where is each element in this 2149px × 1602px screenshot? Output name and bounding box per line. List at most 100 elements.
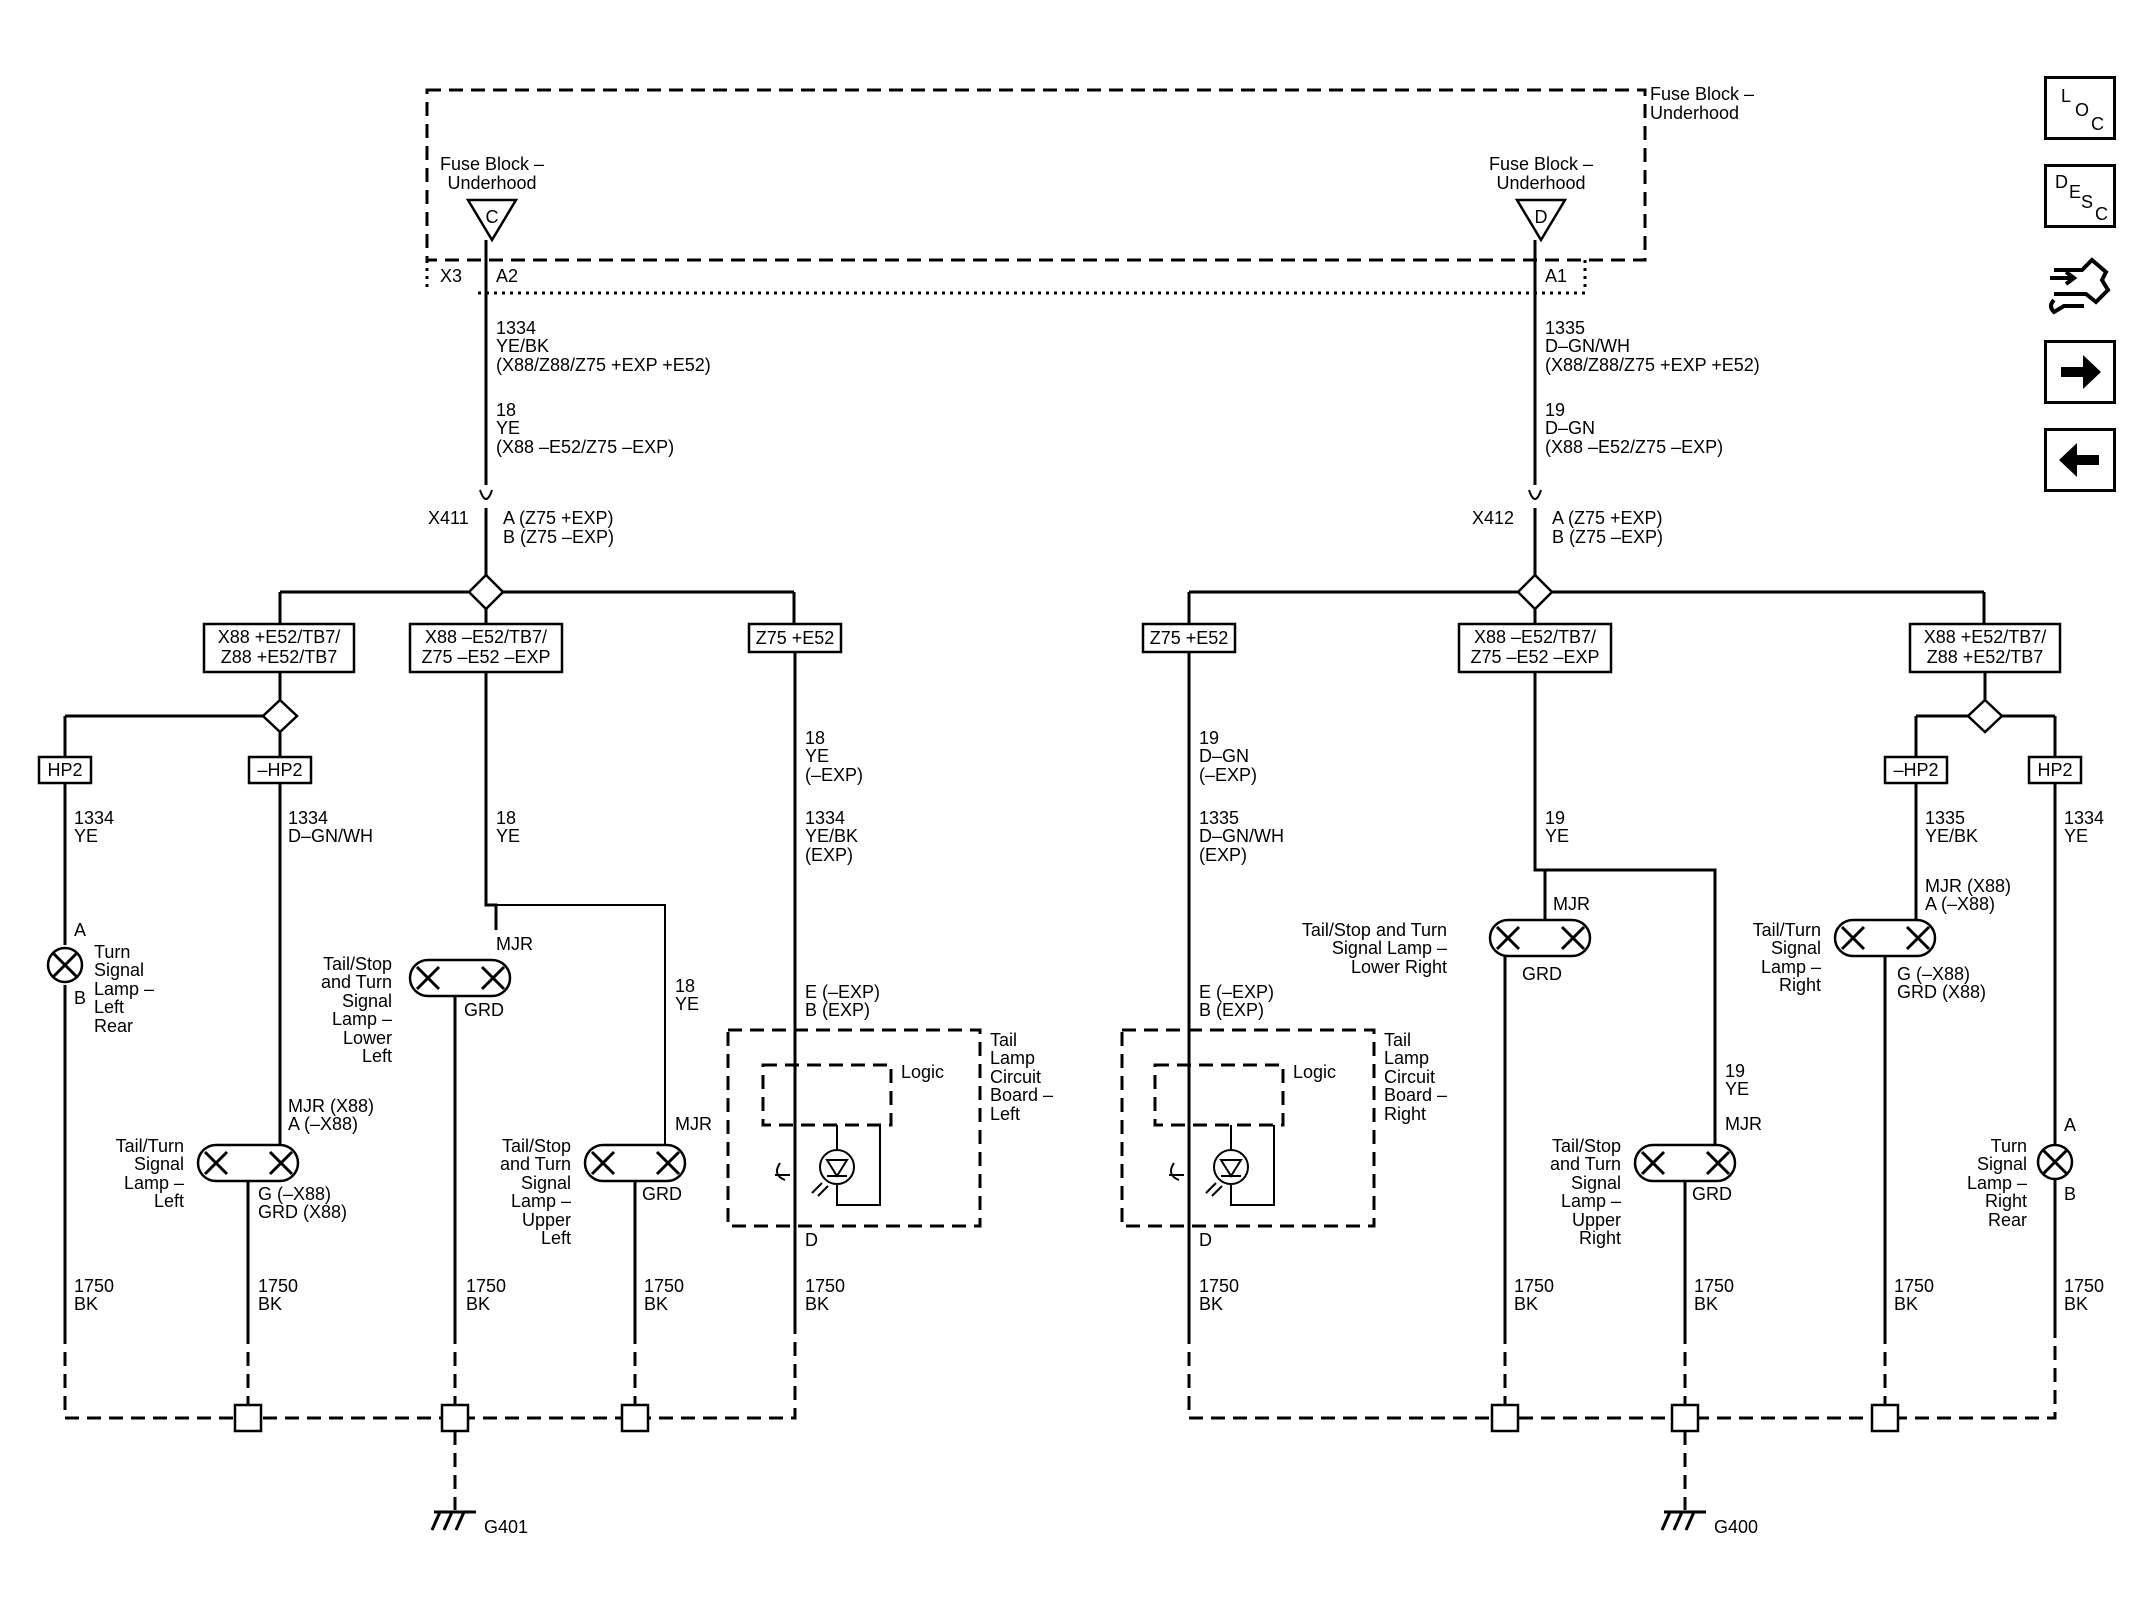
- arrow-right-icon: [2061, 355, 2101, 389]
- svg-text:1750: 1750: [258, 1276, 298, 1296]
- svg-text:18: 18: [496, 400, 516, 420]
- svg-text:YE: YE: [675, 994, 699, 1014]
- svg-text:MJR: MJR: [496, 934, 533, 954]
- svg-text:Signal Lamp –: Signal Lamp –: [1332, 938, 1447, 958]
- svg-text:GRD: GRD: [1522, 964, 1562, 984]
- svg-text:A1: A1: [1545, 266, 1567, 286]
- svg-text:–HP2: –HP2: [257, 760, 302, 780]
- svg-text:BK: BK: [258, 1294, 282, 1314]
- svg-text:D: D: [1199, 1230, 1212, 1250]
- tail-lamp-circuit-board-right: Logic Tail Lamp Circuit Board – Right: [1120, 1028, 1447, 1228]
- svg-text:Right: Right: [1779, 975, 1821, 995]
- svg-text:X88 +E52/TB7/: X88 +E52/TB7/: [218, 627, 341, 647]
- svg-text:BK: BK: [1199, 1294, 1223, 1314]
- svg-text:X3: X3: [440, 266, 462, 286]
- svg-text:1750: 1750: [805, 1276, 845, 1296]
- svg-text:Signal: Signal: [94, 960, 144, 980]
- svg-text:18: 18: [805, 728, 825, 748]
- svg-text:1334: 1334: [74, 808, 114, 828]
- svg-text:MJR (X88): MJR (X88): [1925, 876, 2011, 896]
- svg-text:G401: G401: [484, 1517, 528, 1537]
- description-button[interactable]: D E S C: [2044, 164, 2116, 228]
- svg-text:YE/BK: YE/BK: [805, 826, 858, 846]
- svg-text:(X88 –E52/Z75 –EXP): (X88 –E52/Z75 –EXP): [1545, 437, 1723, 457]
- svg-text:D–GN/WH: D–GN/WH: [1545, 336, 1630, 356]
- svg-text:and Turn: and Turn: [321, 972, 392, 992]
- next-page-button[interactable]: [2044, 340, 2116, 404]
- svg-text:G (–X88): G (–X88): [258, 1184, 331, 1204]
- right-circuits: 19 D–GN (–EXP) 1335 D–GN/WH (EXP) E (–EX…: [1120, 652, 2104, 1537]
- svg-text:Signal: Signal: [134, 1154, 184, 1174]
- svg-text:Lamp –: Lamp –: [511, 1191, 571, 1211]
- svg-text:Lamp: Lamp: [990, 1048, 1035, 1068]
- svg-text:BK: BK: [1894, 1294, 1918, 1314]
- svg-text:19: 19: [1545, 400, 1565, 420]
- svg-text:D: D: [805, 1230, 818, 1250]
- svg-text:G (–X88): G (–X88): [1897, 964, 1970, 984]
- svg-text:Board –: Board –: [1384, 1085, 1447, 1105]
- svg-text:A: A: [2064, 1115, 2076, 1135]
- svg-text:Signal: Signal: [342, 991, 392, 1011]
- svg-text:X88 –E52/TB7/: X88 –E52/TB7/: [425, 627, 547, 647]
- svg-text:(–EXP): (–EXP): [805, 765, 863, 785]
- svg-text:19: 19: [1199, 728, 1219, 748]
- fuse-block-title: Fuse Block –: [1650, 84, 1754, 104]
- svg-text:and Turn: and Turn: [1550, 1154, 1621, 1174]
- svg-text:YE: YE: [1725, 1079, 1749, 1099]
- svg-text:Rear: Rear: [94, 1016, 133, 1036]
- svg-text:1334: 1334: [805, 808, 845, 828]
- fuse-c: Fuse Block – Underhood C X3 A2: [440, 154, 544, 286]
- svg-text:Upper: Upper: [1572, 1210, 1621, 1230]
- svg-text:Lamp –: Lamp –: [1561, 1191, 1621, 1211]
- connector-tool-icon[interactable]: [2044, 250, 2116, 322]
- right-feed: 1335 D–GN/WH (X88/Z88/Z75 +EXP +E52) 19 …: [1187, 240, 1986, 632]
- svg-text:G400: G400: [1714, 1517, 1758, 1537]
- svg-text:B (Z75 –EXP): B (Z75 –EXP): [503, 527, 614, 547]
- svg-text:Z88 +E52/TB7: Z88 +E52/TB7: [221, 647, 338, 667]
- svg-text:HP2: HP2: [47, 760, 82, 780]
- svg-text:YE: YE: [74, 826, 98, 846]
- svg-text:Circuit: Circuit: [1384, 1067, 1435, 1087]
- previous-page-button[interactable]: [2044, 428, 2116, 492]
- svg-text:E (–EXP): E (–EXP): [1199, 982, 1274, 1002]
- svg-text:YE: YE: [496, 826, 520, 846]
- svg-text:GRD: GRD: [642, 1184, 682, 1204]
- location-button[interactable]: L O C: [2044, 76, 2116, 140]
- svg-text:Left: Left: [154, 1191, 184, 1211]
- left-circuits: HP2 –HP2 1334 YE A B Turn Signal Lamp – …: [37, 652, 1053, 1537]
- svg-text:1750: 1750: [2064, 1276, 2104, 1296]
- svg-text:X412: X412: [1472, 508, 1514, 528]
- svg-text:Left: Left: [990, 1104, 1020, 1124]
- svg-text:Z75 +E52: Z75 +E52: [756, 628, 835, 648]
- svg-text:B (EXP): B (EXP): [805, 1000, 870, 1020]
- svg-text:E (–EXP): E (–EXP): [805, 982, 880, 1002]
- svg-text:X88 +E52/TB7/: X88 +E52/TB7/: [1924, 627, 2047, 647]
- svg-text:18: 18: [496, 808, 516, 828]
- svg-text:Circuit: Circuit: [990, 1067, 1041, 1087]
- svg-text:Left: Left: [94, 997, 124, 1017]
- svg-text:YE: YE: [1545, 826, 1569, 846]
- svg-text:A (–X88): A (–X88): [288, 1114, 358, 1134]
- svg-text:BK: BK: [805, 1294, 829, 1314]
- svg-text:Tail/Stop: Tail/Stop: [502, 1136, 571, 1156]
- svg-text:1334: 1334: [2064, 808, 2104, 828]
- svg-text:Signal: Signal: [1771, 938, 1821, 958]
- svg-text:18: 18: [675, 976, 695, 996]
- svg-text:BK: BK: [2064, 1294, 2088, 1314]
- svg-text:Signal: Signal: [521, 1173, 571, 1193]
- svg-text:A (Z75 +EXP): A (Z75 +EXP): [1552, 508, 1663, 528]
- svg-text:YE/BK: YE/BK: [1925, 826, 1978, 846]
- svg-text:Z75 +E52: Z75 +E52: [1150, 628, 1229, 648]
- svg-text:GRD: GRD: [464, 1000, 504, 1020]
- option-boxes: X88 +E52/TB7/ Z88 +E52/TB7 X88 –E52/TB7/…: [202, 622, 2062, 674]
- svg-text:1750: 1750: [1514, 1276, 1554, 1296]
- svg-text:Lower: Lower: [343, 1028, 392, 1048]
- svg-text:1750: 1750: [74, 1276, 114, 1296]
- svg-text:Board –: Board –: [990, 1085, 1053, 1105]
- svg-text:BK: BK: [1694, 1294, 1718, 1314]
- svg-text:(–EXP): (–EXP): [1199, 765, 1257, 785]
- svg-text:D–GN/WH: D–GN/WH: [288, 826, 373, 846]
- svg-text:Turn: Turn: [94, 942, 130, 962]
- svg-text:Rear: Rear: [1988, 1210, 2027, 1230]
- svg-text:HP2: HP2: [2037, 760, 2072, 780]
